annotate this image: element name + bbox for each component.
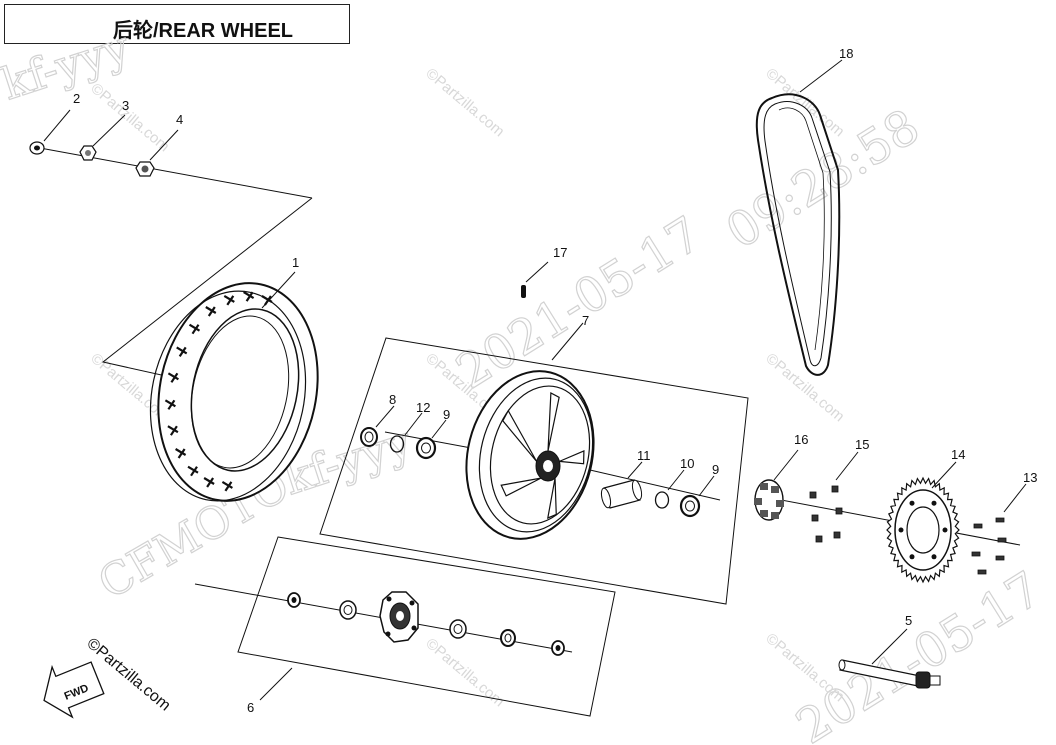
callout-5: 5 — [905, 613, 912, 628]
callout-8: 8 — [389, 392, 396, 407]
callout-12: 12 — [416, 400, 430, 415]
wheel-spoke — [547, 392, 560, 452]
part-15-sprocket-nuts — [809, 485, 843, 543]
callout-11: 11 — [637, 448, 651, 463]
callout-18: 18 — [839, 46, 853, 61]
part-16-cush-drive — [754, 479, 784, 521]
watermark-site-1: ©Partzilla.com — [87, 80, 172, 155]
callout-15: 15 — [855, 437, 869, 452]
sprocket-bolt-hole — [942, 527, 948, 533]
hub-bearing-mid — [449, 619, 467, 639]
callout-2: 2 — [73, 91, 80, 106]
hub-collar — [551, 640, 565, 656]
page-title: 后轮/REAR WHEEL — [113, 20, 293, 42]
wheel-spoke — [502, 409, 538, 462]
callout-4: 4 — [176, 112, 183, 127]
hub-carrier — [379, 591, 419, 643]
callout-1: 1 — [292, 255, 299, 270]
watermark-site-2: ©Partzilla.com — [422, 65, 507, 140]
part-9-bearing-right — [679, 494, 701, 518]
sprocket-bolt-hole — [931, 554, 937, 560]
part-9-bearing-left — [415, 436, 437, 460]
callout-numbers: 2 3 4 1 17 7 8 12 9 11 10 9 16 15 14 13 … — [73, 46, 1037, 715]
callout-10: 10 — [680, 456, 694, 471]
hub-seal — [500, 629, 516, 647]
part-18-drive-belt — [755, 93, 841, 376]
partzilla-copyright: ©Partzilla.com — [83, 635, 173, 714]
part-5-rear-axle — [838, 659, 941, 689]
part-1-tire — [149, 282, 319, 502]
part-17-valve — [521, 285, 526, 298]
sprocket-bolt-hole — [909, 500, 915, 506]
group-boxes — [237, 337, 749, 717]
axis-line-wheel-right — [589, 469, 721, 501]
wheel-spoke — [559, 449, 585, 465]
part-10-circlip — [654, 491, 670, 509]
watermark-date-bottom: 2021-05-17 — [787, 561, 1051, 745]
wheel-group-box — [319, 337, 749, 605]
watermark-site-3: ©Partzilla.com — [762, 65, 847, 140]
hub-bearing-left — [339, 600, 357, 620]
callout-6: 6 — [247, 700, 254, 715]
part-11-spacer — [600, 479, 643, 509]
wheel-spoke — [500, 477, 542, 497]
callout-7: 7 — [582, 313, 589, 328]
callout-3: 3 — [122, 98, 129, 113]
sprocket-bolt-hole — [931, 500, 937, 506]
title-box: 后轮/REAR WHEEL — [4, 4, 350, 44]
fwd-arrow-icon: FWD — [43, 661, 105, 719]
hub-group-box — [237, 536, 616, 717]
part-6-hub-assembly — [287, 591, 565, 656]
callout-9-left: 9 — [443, 407, 450, 422]
axis-line-nut-row — [39, 147, 313, 199]
wheel-spoke — [547, 478, 557, 519]
hub-bushing-left — [287, 592, 301, 608]
part-3-washer — [79, 145, 97, 161]
part-12-circlip — [389, 435, 405, 453]
callout-13: 13 — [1023, 470, 1037, 485]
part-7-wheel — [465, 370, 595, 540]
callout-leaders — [43, 59, 1027, 701]
callout-17: 17 — [553, 245, 567, 260]
callout-14: 14 — [951, 447, 965, 462]
part-2-nut — [29, 141, 45, 155]
part-13-sprocket-bolts — [971, 517, 1007, 575]
part-14-sprocket — [886, 476, 960, 584]
sprocket-bolt-hole — [898, 527, 904, 533]
sprocket-bolt-hole — [909, 554, 915, 560]
callout-9-right: 9 — [712, 462, 719, 477]
callout-16: 16 — [794, 432, 808, 447]
watermark-site-8: ©Partzilla.com — [762, 630, 847, 705]
part-8-oil-seal — [360, 427, 378, 447]
part-4-nut — [135, 161, 155, 177]
watermark-date-center: 2021-05-17 — [447, 206, 711, 400]
